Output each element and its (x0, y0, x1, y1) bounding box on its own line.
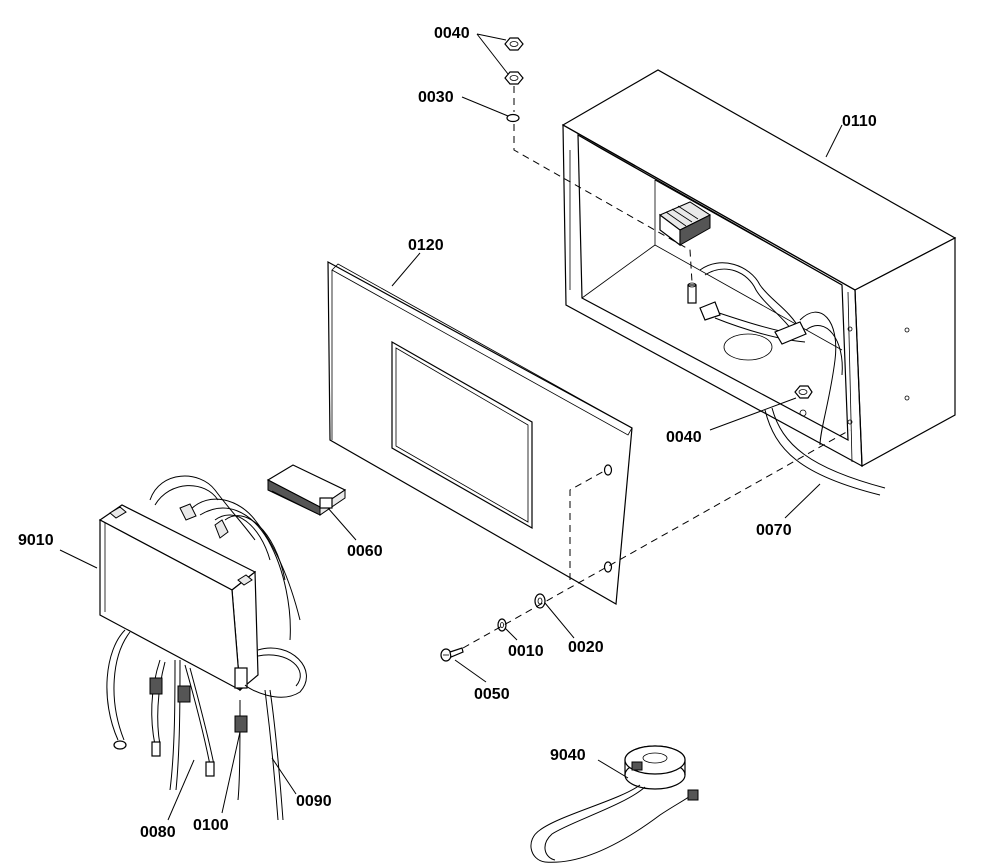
callout-0110: 0110 (842, 113, 877, 130)
current-sensor (530, 745, 699, 863)
nut-0040-lower (794, 385, 813, 417)
lock-washer-0030 (506, 113, 520, 123)
callout-9010: 9010 (18, 532, 54, 549)
callout-0040-right: 0040 (666, 429, 702, 446)
callout-0070: 0070 (756, 522, 792, 539)
washer-0010 (497, 618, 507, 632)
callout-0040-top: 0040 (434, 25, 470, 42)
pcb-module (266, 464, 347, 516)
washer-0020 (534, 593, 546, 609)
callout-0050: 0050 (474, 686, 510, 703)
nut-0040-top-1 (504, 37, 524, 51)
callout-0010: 0010 (508, 643, 544, 660)
internal-wiring (687, 262, 843, 446)
callout-0120: 0120 (408, 237, 444, 254)
callout-0030: 0030 (418, 89, 454, 106)
callout-9040: 9040 (550, 747, 586, 764)
enclosure-box (561, 69, 957, 496)
terminal-block (659, 201, 712, 247)
nut-0040-top-2 (504, 71, 524, 85)
screw-0050 (440, 647, 464, 662)
callout-0020: 0020 (568, 639, 604, 656)
control-box (98, 475, 307, 821)
callout-0080: 0080 (140, 824, 176, 841)
callout-0060: 0060 (347, 543, 383, 560)
front-panel (327, 260, 633, 605)
callout-0100: 0100 (193, 817, 229, 834)
callout-0090: 0090 (296, 793, 332, 810)
